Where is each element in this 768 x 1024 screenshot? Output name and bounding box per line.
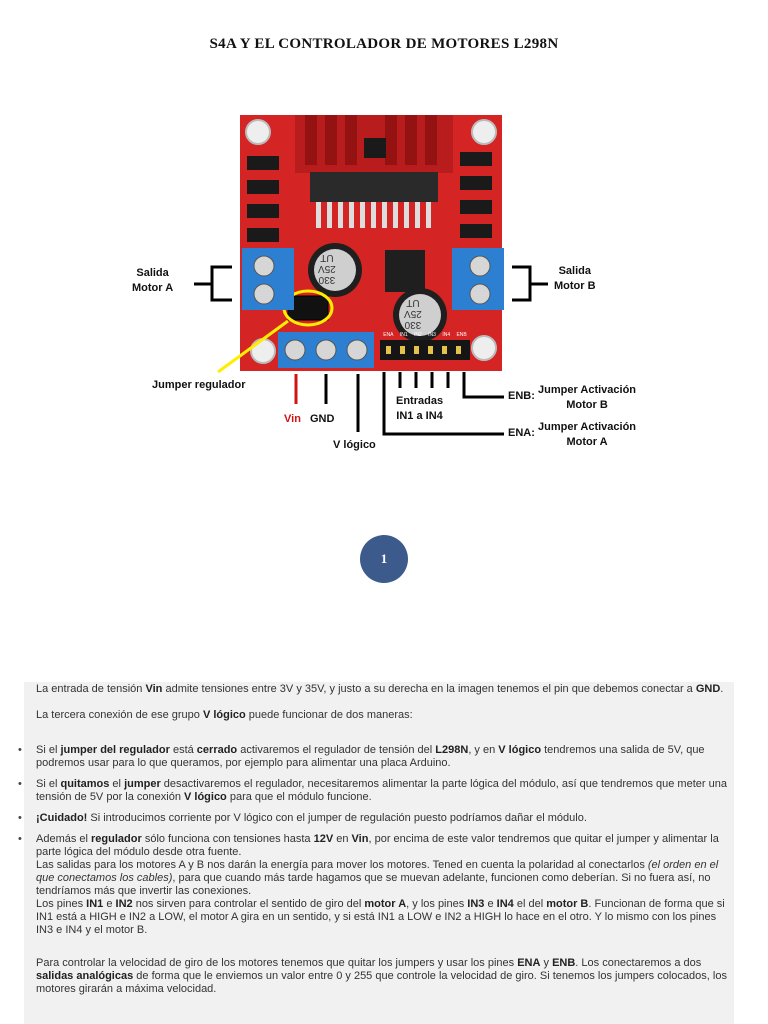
paragraph: La entrada de tensión Vin admite tension… bbox=[36, 683, 724, 695]
label-vin: Vin bbox=[284, 413, 301, 425]
article-body: La entrada de tensión Vin admite tension… bbox=[18, 682, 734, 1024]
ena-line bbox=[382, 372, 504, 436]
l298n-board-illustration bbox=[194, 115, 548, 436]
pin-header bbox=[380, 340, 470, 360]
mount-hole-tl bbox=[245, 119, 271, 145]
pin-label: ENA bbox=[383, 332, 394, 338]
list-item: Si el jumper del regulador está cerrado … bbox=[18, 744, 734, 770]
jumper-regulator bbox=[287, 295, 329, 321]
pin-label: IN2 bbox=[414, 332, 422, 338]
label-enb: ENB: bbox=[508, 390, 535, 402]
list-item: ¡Cuidado! Si introducimos corriente por … bbox=[18, 812, 734, 825]
paragraph: Los pines IN1 e IN2 nos sirven para cont… bbox=[36, 898, 725, 936]
list-item: Además el regulador sólo funciona con te… bbox=[18, 833, 734, 859]
pin-label: IN3 bbox=[428, 332, 436, 338]
mount-hole-br bbox=[471, 335, 497, 361]
paragraph: Las salidas para los motores A y B nos d… bbox=[36, 859, 719, 897]
label-jumper-regulador: Jumper regulador bbox=[152, 379, 246, 391]
list-item: Si el quitamos el jumper desactivaremos … bbox=[18, 778, 734, 804]
page-number-badge: 1 bbox=[360, 535, 408, 583]
paragraph: La tercera conexión de ese grupo V lógic… bbox=[36, 709, 413, 721]
mount-hole-bl bbox=[250, 338, 276, 364]
bullet-list: Si el jumper del regulador está cerrado … bbox=[18, 744, 734, 859]
label-gnd: GND bbox=[310, 413, 335, 425]
pin-labels: ENA IN1 IN2 IN3 IN4 ENB bbox=[380, 332, 470, 338]
jumper-pointer bbox=[217, 319, 289, 374]
paragraph: Para controlar la velocidad de giro de l… bbox=[36, 957, 727, 995]
pin-label: IN1 bbox=[399, 332, 408, 338]
l298n-chip bbox=[310, 172, 438, 202]
pin-label: ENB bbox=[456, 332, 467, 338]
label-ena: ENA: bbox=[508, 427, 535, 439]
pin-label: IN4 bbox=[442, 332, 451, 338]
voltage-regulator bbox=[385, 250, 425, 292]
enb-line bbox=[462, 372, 504, 399]
mount-hole-tr bbox=[471, 119, 497, 145]
page-title: S4A Y EL CONTROLADOR DE MOTORES L298N bbox=[209, 36, 559, 52]
heatsink-screw bbox=[364, 138, 386, 158]
label-v-logico: V lógico bbox=[333, 439, 376, 451]
